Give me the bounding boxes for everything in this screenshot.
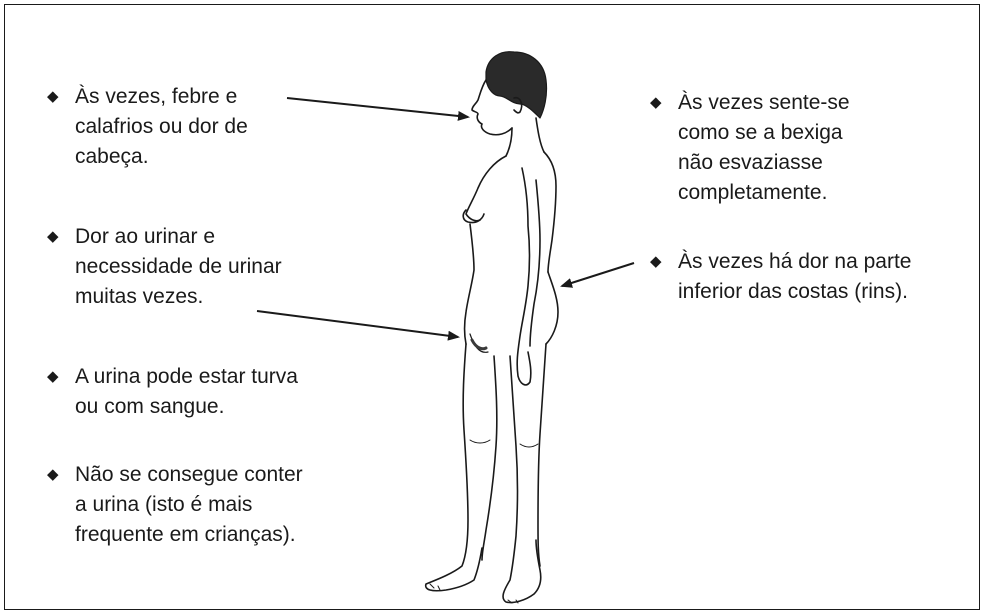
symptom-line: Não se consegue conter [75,463,303,486]
symptom-line: muitas vezes. [75,285,204,308]
symptom-line: cabeça. [75,145,149,168]
symptom-line: Às vezes sente-se [678,91,850,114]
symptom-line: não esvaziasse [678,151,823,174]
bullet-icon: ◆ [47,88,59,105]
figure-face [471,79,513,136]
figure-arm [516,167,532,386]
bullet-icon: ◆ [47,368,59,385]
figure-chest [465,155,507,222]
bullet-icon: ◆ [650,253,662,270]
symptom-line: necessidade de urinar [75,255,282,278]
symptom-line: completamente. [678,181,828,204]
arrow-to-head [286,97,470,121]
symptom-line: A urina pode estar turva [75,365,298,388]
symptom-line: frequente em crianças). [75,523,296,546]
symptom-line: Às vezes, febre e [75,85,238,108]
figure-neck [505,127,513,157]
symptom-line: inferior das costas (rins). [678,280,908,303]
bullet-icon: ◆ [47,228,59,245]
symptom-line: calafrios ou dor de [75,115,248,138]
symptom-fever: ◆ Às vezes, febre e calafrios ou dor de … [47,82,248,172]
figure-buttocks [545,271,559,345]
symptom-line: Às vezes há dor na parte [678,250,912,273]
symptom-cloudy-urine: ◆ A urina pode estar turva ou com sangue… [47,362,298,422]
figure-leg-back [502,355,542,604]
symptom-line: ou com sangue. [75,395,225,418]
arrow-to-kidneys [560,262,635,288]
symptom-incontinence: ◆ Não se consegue conter a urina (isto é… [47,460,303,550]
figure-back [543,151,557,273]
diagram-frame [4,4,980,610]
figure-torso-front [463,223,475,345]
symptom-painful-urination: ◆ Dor ao urinar e necessidade de urinar … [47,222,282,312]
figure-leg-front [424,343,483,592]
bullet-icon: ◆ [47,466,59,483]
symptom-incomplete-emptying: ◆ Às vezes sente-se como se a bexiga não… [650,88,850,208]
bullet-icon: ◆ [650,94,662,111]
symptom-back-pain: ◆ Às vezes há dor na parte inferior das … [650,247,912,307]
symptom-line: como se a bexiga [678,121,843,144]
figure-ear [513,96,523,114]
symptom-line: Dor ao urinar e [75,225,216,248]
symptom-line: a urina (isto é mais [75,493,253,516]
arrow-to-bladder [256,310,460,341]
figure-hair [485,51,548,119]
